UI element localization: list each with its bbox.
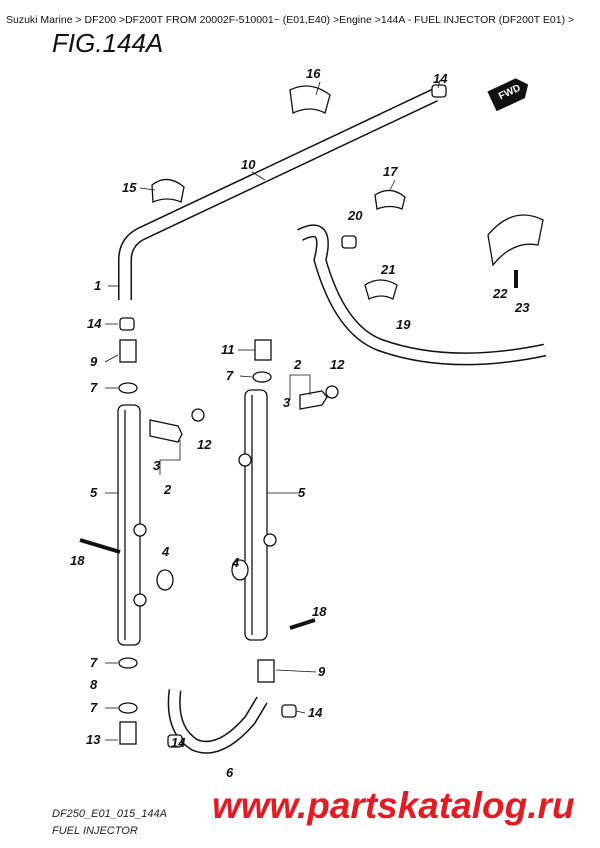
callout-label[interactable]: 12	[197, 437, 212, 452]
callout-label[interactable]: 3	[283, 395, 291, 410]
breadcrumb-separator: >	[330, 14, 340, 26]
callout-label[interactable]: 19	[396, 317, 411, 332]
injector-left	[149, 419, 183, 443]
callout-label[interactable]: 3	[153, 458, 161, 473]
breadcrumb: Suzuki Marine > DF200 >DF200T FROM 20002…	[6, 14, 574, 26]
breadcrumb-separator: >	[371, 14, 381, 26]
callout-label[interactable]: 7	[90, 655, 98, 670]
callout-label[interactable]: 9	[90, 354, 98, 369]
callout-label[interactable]: 14	[171, 735, 186, 750]
callout-label[interactable]: 14	[308, 705, 323, 720]
callout-label[interactable]: 18	[312, 604, 327, 619]
fuel-rail-right	[244, 389, 268, 641]
callout-label[interactable]: 17	[383, 164, 398, 179]
callout-label[interactable]: 4	[232, 555, 240, 570]
callout-label[interactable]: 2	[164, 482, 172, 497]
callout-label[interactable]: 14	[87, 316, 102, 331]
injector-right	[299, 390, 328, 410]
breadcrumb-separator: >	[116, 14, 126, 26]
callout-label[interactable]: 2	[294, 357, 302, 372]
callout-label[interactable]: 7	[90, 380, 98, 395]
callout-label[interactable]: 7	[90, 700, 98, 715]
breadcrumb-separator: >	[72, 14, 85, 26]
breadcrumb-link[interactable]: Engine	[339, 14, 372, 26]
callout-label[interactable]: 21	[381, 262, 396, 277]
callout-label[interactable]: 23	[515, 300, 530, 315]
figure-title: FIG.144A	[52, 28, 164, 58]
callout-label[interactable]: 6	[226, 765, 234, 780]
callout-label[interactable]: 12	[330, 357, 345, 372]
breadcrumb-link[interactable]: Suzuki Marine	[6, 14, 73, 26]
callout-label[interactable]: 15	[122, 180, 137, 195]
callout-label[interactable]: 22	[493, 286, 508, 301]
callout-label[interactable]: 18	[70, 553, 85, 568]
callout-label[interactable]: 4	[162, 544, 170, 559]
callout-label[interactable]: 20	[348, 208, 363, 223]
callout-label[interactable]: 8	[90, 677, 98, 692]
callout-label[interactable]: 11	[221, 342, 235, 357]
breadcrumb-link[interactable]: DF200T FROM 20002F-510001~ (E01,E40)	[125, 14, 331, 26]
callout-label[interactable]: 14	[433, 71, 448, 86]
callout-label[interactable]: 7	[226, 368, 234, 383]
callout-label[interactable]: 10	[241, 157, 256, 172]
breadcrumb-link[interactable]: 144A - FUEL INJECTOR (DF200T E01)	[380, 14, 566, 26]
callout-label[interactable]: 1	[94, 278, 102, 293]
breadcrumb-link[interactable]: DF200	[84, 14, 117, 26]
watermark: www.partskatalog.ru	[212, 785, 575, 826]
drawing-title: FUEL INJECTOR	[52, 825, 138, 837]
drawing-code: DF250_E01_015_144A	[52, 808, 167, 820]
callout-label[interactable]: 9	[318, 664, 326, 679]
callout-label[interactable]: 5	[298, 485, 306, 500]
callout-label[interactable]: 5	[90, 485, 98, 500]
breadcrumb-separator: >	[565, 14, 575, 26]
callout-label[interactable]: 16	[306, 66, 321, 81]
callout-label[interactable]: 13	[86, 732, 101, 747]
